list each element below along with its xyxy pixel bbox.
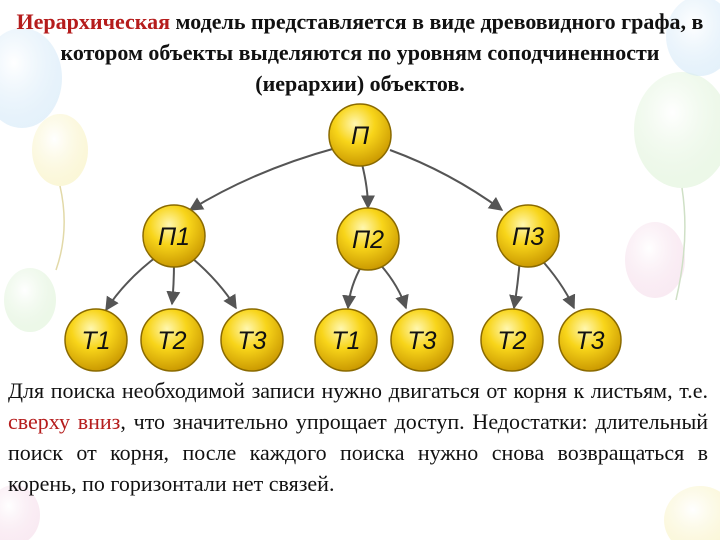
- node-label: Т3: [237, 327, 266, 355]
- edge-p2-t1: [342, 264, 363, 310]
- node-label: Т1: [81, 327, 110, 355]
- tree-node-t2-a: Т2: [140, 308, 204, 372]
- tree-node-t2-b: Т2: [480, 308, 544, 372]
- balloon-shape: [32, 114, 88, 186]
- node-label: Т3: [407, 327, 436, 355]
- description-text: Для поиска необходимой записи нужно двиг…: [8, 378, 708, 403]
- balloon-shape: [0, 485, 40, 540]
- description-text: , что значительно упрощает доступ. Недос…: [8, 409, 709, 496]
- edge-p3-t3: [537, 255, 576, 310]
- description-paragraph: Для поиска необходимой записи нужно двиг…: [8, 375, 708, 499]
- heading-accent-word: Иерархическая: [16, 9, 171, 34]
- tree-node-t3-b: Т3: [390, 308, 454, 372]
- edge-p-p1: [188, 147, 337, 211]
- balloon-shape: [4, 268, 56, 332]
- node-label: Т2: [497, 327, 526, 355]
- description-accent: сверху вниз: [8, 409, 121, 434]
- edge-p1-t3: [191, 257, 237, 310]
- balloon-shape: [634, 72, 720, 188]
- node-label: Т2: [157, 327, 186, 355]
- node-label: П2: [352, 226, 384, 254]
- tree-node-t1-b: Т1: [314, 308, 378, 372]
- tree-node-t1-a: Т1: [64, 308, 128, 372]
- edge-p1-t1: [105, 253, 161, 312]
- tree-node-p1: П1: [142, 204, 206, 268]
- edge-p1-t2: [166, 261, 181, 306]
- tree-node-p3: П3: [496, 204, 560, 268]
- slide-heading: Иерархическая модель представляется в ви…: [8, 6, 712, 99]
- node-label: П3: [512, 223, 544, 251]
- node-label: П: [351, 122, 370, 150]
- edge-p-p2: [360, 163, 375, 210]
- tree-node-t3-c: Т3: [558, 308, 622, 372]
- heading-text: модель представляется в виде древовидног…: [60, 9, 704, 96]
- tree-node-p2: П2: [336, 207, 400, 271]
- tree-node-root: П: [328, 103, 392, 167]
- balloon-shape: [0, 28, 62, 128]
- balloon-string: [675, 187, 686, 301]
- balloon-shape: [664, 486, 720, 540]
- node-label: П1: [158, 223, 190, 251]
- balloon-shape: [625, 222, 685, 298]
- balloon-string: [55, 185, 65, 271]
- node-label: Т3: [575, 327, 604, 355]
- balloon-shape: [666, 0, 720, 76]
- node-label: Т1: [331, 327, 360, 355]
- edge-p-p3: [389, 149, 504, 211]
- edge-p2-t3: [377, 261, 409, 310]
- tree-node-t3-a: Т3: [220, 308, 284, 372]
